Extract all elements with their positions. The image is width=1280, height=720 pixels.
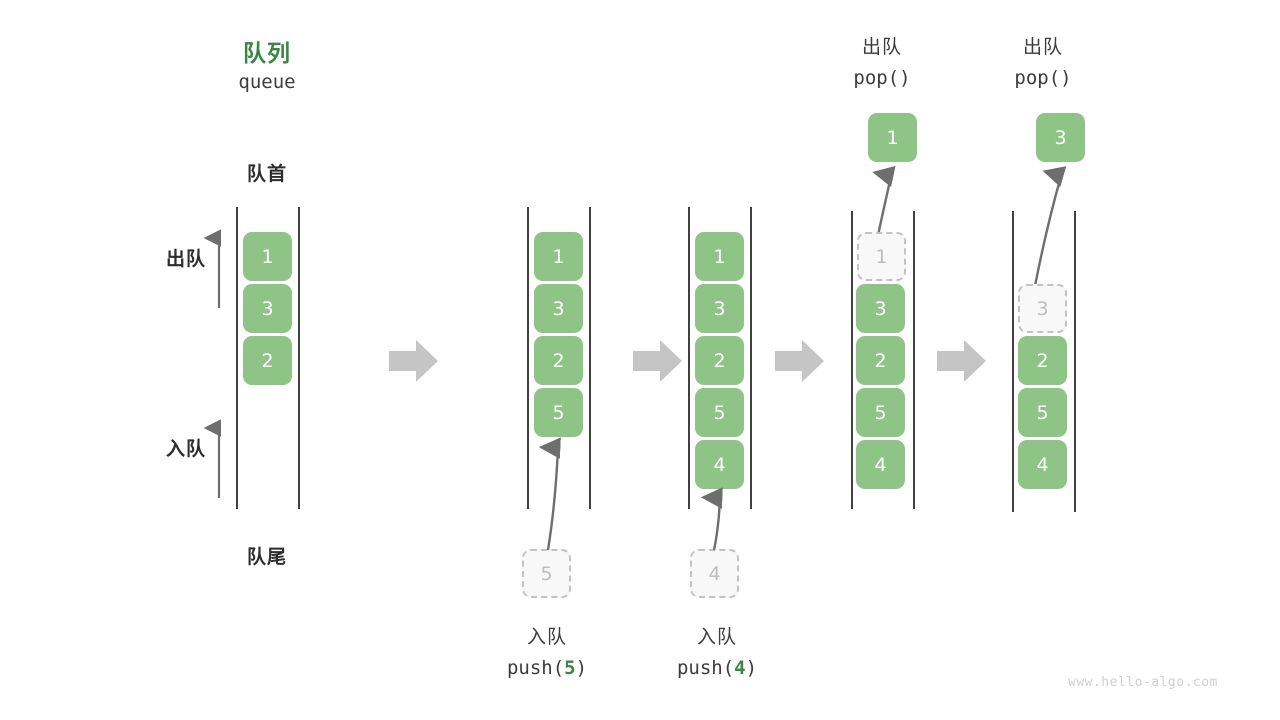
queue-cell: 1 xyxy=(243,232,292,281)
queue-cell: 3 xyxy=(534,284,583,333)
queue-cell: 1 xyxy=(534,232,583,281)
incoming-element-ghost: 4 xyxy=(690,549,739,598)
enqueue-direction-arrow-icon xyxy=(203,419,222,498)
queue-cell: 2 xyxy=(1018,336,1067,385)
step-separator-arrow-icon xyxy=(389,340,438,382)
queue-cell-removed-ghost: 1 xyxy=(857,232,906,281)
queue-cell: 4 xyxy=(856,440,905,489)
queue-cell: 5 xyxy=(695,388,744,437)
diagram-title-cn: 队列 xyxy=(243,41,291,67)
push-prefix: push( xyxy=(506,657,565,679)
push-suffix: ) xyxy=(745,657,758,679)
queue-cell: 1 xyxy=(695,232,744,281)
queue-rail-right xyxy=(1074,211,1076,512)
pop-op-label-code: pop() xyxy=(853,67,911,89)
push-prefix: push( xyxy=(676,657,735,679)
queue-cell: 5 xyxy=(1018,388,1067,437)
step-separator-arrow-icon xyxy=(937,340,986,382)
dequeue-direction-label: 出队 xyxy=(165,248,206,270)
queue-rail-right xyxy=(913,211,915,509)
incoming-element-ghost: 5 xyxy=(522,549,571,598)
queue-rail-left xyxy=(236,207,238,509)
queue-cell: 2 xyxy=(243,336,292,385)
queue-cell: 2 xyxy=(534,336,583,385)
queue-cell: 3 xyxy=(695,284,744,333)
enqueue-direction-label: 入队 xyxy=(165,438,206,460)
step-separator-arrow-icon xyxy=(775,340,824,382)
queue-rail-left xyxy=(851,211,853,509)
push-op-label-code: push(4) xyxy=(657,657,777,679)
queue-tail-label: 队尾 xyxy=(246,546,287,568)
queue-cell: 3 xyxy=(243,284,292,333)
queue-rail-left xyxy=(688,207,690,509)
queue-rail-right xyxy=(298,207,300,509)
queue-rail-left xyxy=(527,207,529,509)
queue-cell: 2 xyxy=(856,336,905,385)
pop-arrow-icon xyxy=(1032,166,1067,292)
push-op-label-cn: 入队 xyxy=(526,626,567,648)
push-arg: 5 xyxy=(564,657,576,679)
push-suffix: ) xyxy=(575,657,588,679)
pop-arrow-icon xyxy=(872,165,896,237)
popped-element: 3 xyxy=(1036,113,1085,162)
diagram-title-en: queue xyxy=(238,71,296,93)
push-arrow-icon xyxy=(700,487,723,551)
pop-op-label-cn: 出队 xyxy=(861,36,902,58)
queue-head-label: 队首 xyxy=(246,163,287,185)
push-op-label-cn: 入队 xyxy=(696,626,737,648)
queue-cell-removed-ghost: 3 xyxy=(1018,284,1067,333)
pop-op-label-cn: 出队 xyxy=(1022,36,1063,58)
queue-rail-right xyxy=(750,207,752,509)
step-separator-arrow-icon xyxy=(633,340,682,382)
push-arrow-icon xyxy=(538,437,561,551)
queue-cell-new: 4 xyxy=(695,440,744,489)
queue-cell: 5 xyxy=(856,388,905,437)
dequeue-direction-arrow-icon xyxy=(203,229,222,308)
queue-rail-right xyxy=(589,207,591,509)
queue-cell: 4 xyxy=(1018,440,1067,489)
queue-cell-new: 5 xyxy=(534,388,583,437)
watermark: www.hello-algo.com xyxy=(1068,675,1218,690)
push-op-label-code: push(5) xyxy=(487,657,607,679)
queue-rail-left xyxy=(1012,211,1014,512)
queue-cell: 2 xyxy=(695,336,744,385)
push-arg: 4 xyxy=(734,657,746,679)
queue-cell: 3 xyxy=(856,284,905,333)
popped-element: 1 xyxy=(868,113,917,162)
pop-op-label-code: pop() xyxy=(1014,67,1072,89)
